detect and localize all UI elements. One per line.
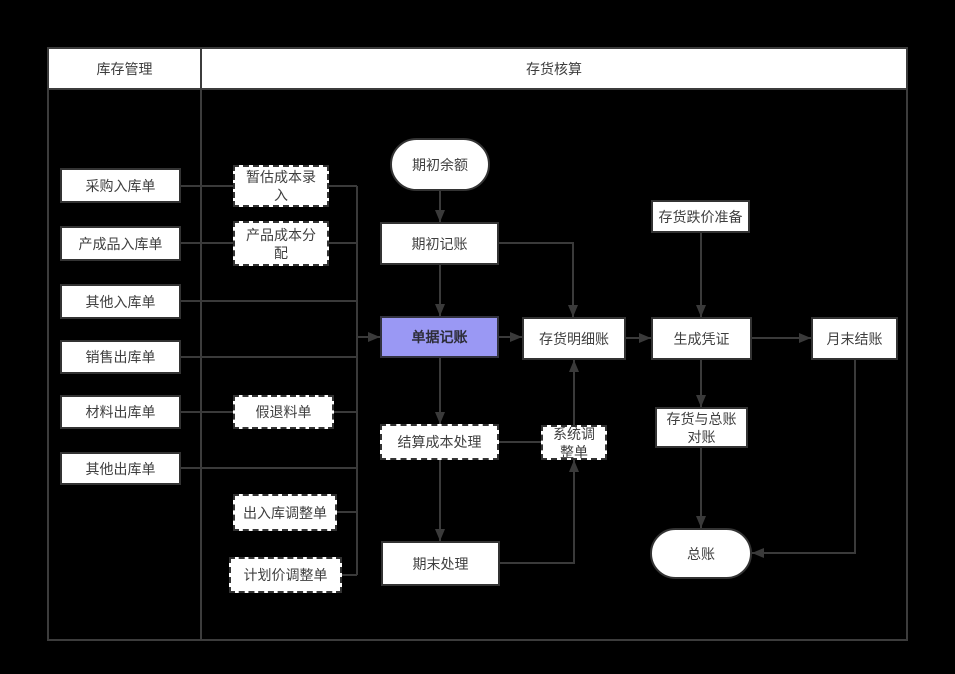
node-label: 产成品入库单 — [78, 235, 163, 252]
node-label: 结算成本处理 — [397, 434, 482, 450]
node-label: 暂估成本录 入 — [246, 169, 316, 203]
lane-header-inventory-management: 库存管理 — [49, 49, 202, 88]
node-document-posting[interactable]: 单据记账 — [380, 316, 499, 358]
node-pseudo-return-slip[interactable]: 假退料单 — [233, 395, 334, 429]
node-opening-balance[interactable]: 期初余额 — [390, 138, 490, 191]
node-period-end-processing[interactable]: 期末处理 — [381, 541, 500, 586]
node-other-outbound[interactable]: 其他出库单 — [60, 452, 181, 485]
node-system-adjustment-slip[interactable]: 系统调 整单 — [541, 425, 607, 460]
node-finished-goods-inbound[interactable]: 产成品入库单 — [60, 226, 181, 261]
node-month-end-closing[interactable]: 月末结账 — [811, 317, 898, 360]
node-material-outbound[interactable]: 材料出库单 — [60, 395, 181, 429]
lane-header-inventory-accounting: 存货核算 — [526, 60, 582, 77]
node-label: 出入库调整单 — [243, 504, 327, 521]
node-label: 期初余额 — [412, 156, 468, 173]
node-label: 存货与总账 对账 — [666, 410, 737, 445]
node-label: 存货明细账 — [539, 330, 609, 347]
node-inventory-devaluation-provision[interactable]: 存货跌价准备 — [651, 200, 750, 233]
node-label: 系统调 整单 — [553, 425, 595, 460]
node-inventory-subledger[interactable]: 存货明细账 — [522, 317, 626, 360]
lane-header-row: 库存管理 存货核算 — [49, 49, 906, 90]
node-label: 单据记账 — [411, 329, 468, 345]
swimlane-frame: 库存管理 存货核算 — [47, 47, 908, 641]
node-inout-adjustment-slip[interactable]: 出入库调整单 — [233, 494, 337, 531]
node-label: 其他入库单 — [85, 293, 156, 310]
node-label: 期初记账 — [411, 235, 468, 252]
node-inventory-gl-reconciliation[interactable]: 存货与总账 对账 — [655, 407, 748, 448]
node-purchase-inbound[interactable]: 采购入库单 — [60, 168, 181, 203]
node-settlement-cost-processing[interactable]: 结算成本处理 — [380, 424, 499, 460]
node-label: 产品成本分 配 — [246, 226, 316, 261]
node-label: 生成凭证 — [673, 330, 730, 347]
node-general-ledger[interactable]: 总账 — [650, 528, 752, 579]
node-product-cost-allocation[interactable]: 产品成本分 配 — [233, 221, 329, 266]
node-label: 材料出库单 — [85, 404, 156, 420]
node-estimated-cost-entry[interactable]: 暂估成本录 入 — [233, 165, 329, 207]
node-label: 期末处理 — [412, 555, 469, 572]
node-label: 其他出库单 — [85, 460, 156, 477]
node-label: 采购入库单 — [85, 177, 156, 194]
node-label: 计划价调整单 — [243, 567, 328, 583]
node-label: 假退料单 — [255, 404, 312, 420]
node-label: 总账 — [687, 545, 715, 562]
lane-divider — [200, 90, 202, 639]
node-sales-outbound[interactable]: 销售出库单 — [60, 340, 181, 374]
node-label: 月末结账 — [826, 330, 883, 347]
node-plan-price-adjustment-slip[interactable]: 计划价调整单 — [229, 557, 342, 593]
node-label: 销售出库单 — [85, 349, 156, 365]
node-label: 存货跌价准备 — [658, 208, 743, 225]
node-generate-voucher[interactable]: 生成凭证 — [651, 317, 752, 360]
node-opening-entry[interactable]: 期初记账 — [380, 222, 499, 265]
node-other-inbound[interactable]: 其他入库单 — [60, 284, 181, 319]
